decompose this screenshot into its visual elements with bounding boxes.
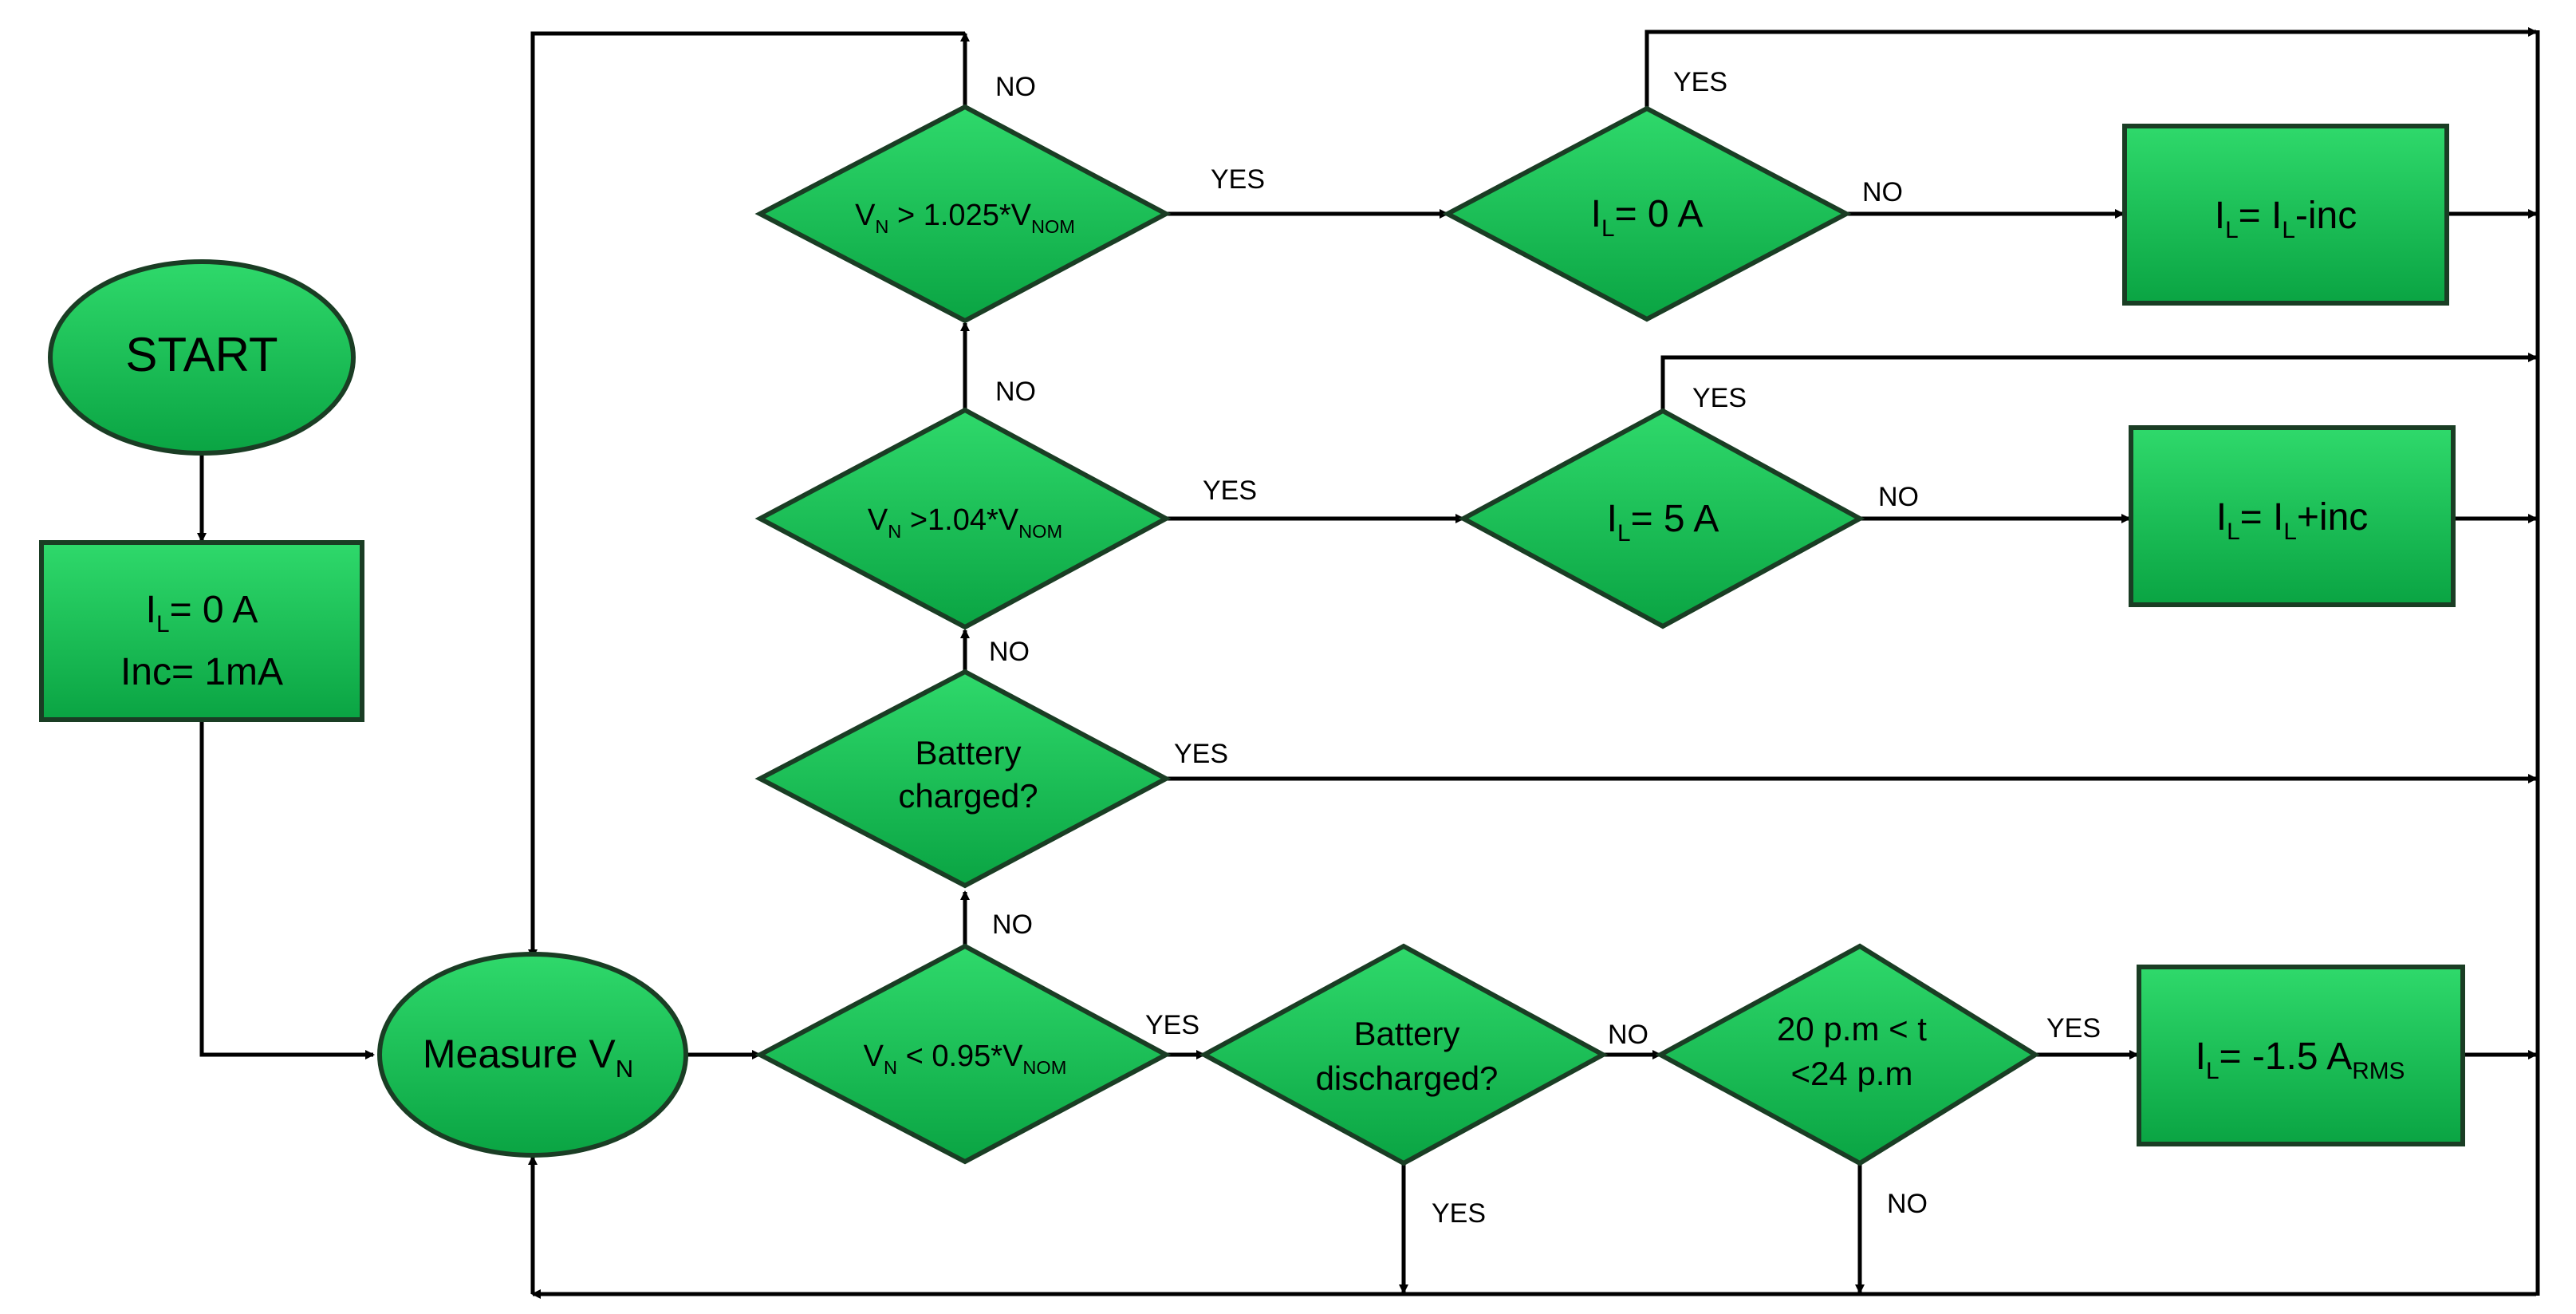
charged-line2: charged? [898,777,1038,815]
decision-il-zero [1442,105,1852,322]
decision-vn-low [754,943,1172,1165]
init-line1: IL= 0 A [146,589,258,637]
dec-label: IL= IL-inc [2215,195,2357,243]
label-d104-yes: YES [1203,475,1257,506]
label-discharged-yes: YES [1432,1198,1486,1229]
start-terminal [48,259,356,456]
time-line2: <24 p.m [1791,1055,1913,1092]
label-il0-no: NO [1862,177,1903,207]
label-time-yes: YES [2046,1013,2101,1044]
edge-init-measure [199,720,375,1059]
process-decrement [2122,124,2449,306]
label-charged-no: NO [989,637,1030,667]
label-il5-no: NO [1878,482,1919,512]
init-line2: Inc= 1mA [120,651,283,693]
label-il0-yes: YES [1673,67,1727,97]
d104-label: VN >1.04*VNOM [868,503,1062,542]
charged-line1: Battery [915,734,1021,771]
dlow-label: VN < 0.95*VNOM [864,1040,1067,1078]
label-charged-yes: YES [1174,739,1228,769]
measure-label: Measure VN [423,1032,633,1083]
init-process [39,540,364,722]
il5-label: IL= 5 A [1607,498,1719,547]
d1025-label: VN > 1.025*VNOM [855,199,1075,237]
decision-battery-charged [754,669,1172,889]
label-dlow-yes: YES [1145,1010,1199,1040]
node-labels: START IL= 0 A Inc= 1mA Measure VN VN < 0… [120,193,2405,1097]
edge-il0-yes-rail [1644,27,2538,109]
label-dlow-no: NO [992,910,1033,940]
nodes [39,104,2465,1166]
decision-vn-104 [754,407,1172,630]
decision-time-window [1655,943,2040,1166]
edge-top-loop-measure [528,31,965,959]
measure-terminal [377,952,688,1158]
rms-label: IL= -1.5 ARMS [2196,1036,2405,1084]
il0-label: IL= 0 A [1591,193,1704,242]
time-line1: 20 p.m < t [1777,1010,1927,1048]
process-increment [2129,425,2456,607]
label-discharged-no: NO [1608,1020,1648,1050]
label-il5-yes: YES [1692,383,1747,413]
decision-il-five [1458,408,1865,629]
decision-battery-discharged [1199,943,1609,1166]
discharged-line1: Battery [1353,1015,1459,1052]
edge-labels: NO NO NO NO YES YES YES YES YES NO YES N… [989,67,2101,1229]
edge-il5-yes-rail [1660,353,2538,411]
process-rms [2137,965,2465,1146]
decision-vn-1025 [754,104,1172,324]
label-d1025-yes: YES [1211,164,1265,195]
label-d104-no: NO [995,377,1036,407]
connectors [197,27,2540,1299]
label-time-no: NO [1887,1189,1928,1219]
label-d1025-no: NO [995,72,1036,102]
inc-label: IL= IL+inc [2216,496,2369,545]
start-label: START [125,328,278,381]
discharged-line2: discharged? [1316,1059,1499,1097]
